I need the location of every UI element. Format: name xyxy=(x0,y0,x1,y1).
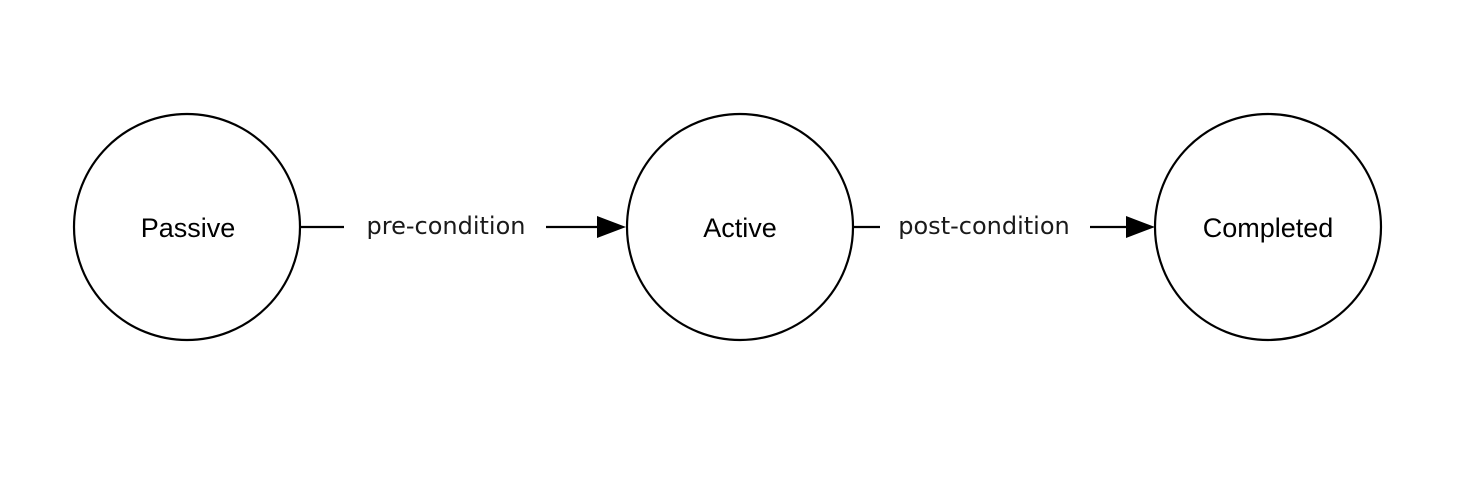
state-active: Active xyxy=(625,112,855,342)
state-passive: Passive xyxy=(72,112,302,342)
state-completed-label: Completed xyxy=(1203,213,1334,243)
transition-pre-condition-label: pre-condition xyxy=(367,212,526,240)
transition-post-condition-label: post-condition xyxy=(898,212,1069,240)
arrowhead-icon xyxy=(1126,216,1155,238)
arrowhead-icon xyxy=(597,216,626,238)
state-active-label: Active xyxy=(703,213,777,243)
transition-post-condition: post-condition xyxy=(853,212,1155,240)
state-completed-circle xyxy=(1153,112,1383,342)
state-completed: Completed xyxy=(1153,112,1383,342)
transition-pre-condition: pre-condition xyxy=(300,212,626,240)
state-passive-label: Passive xyxy=(141,213,236,243)
